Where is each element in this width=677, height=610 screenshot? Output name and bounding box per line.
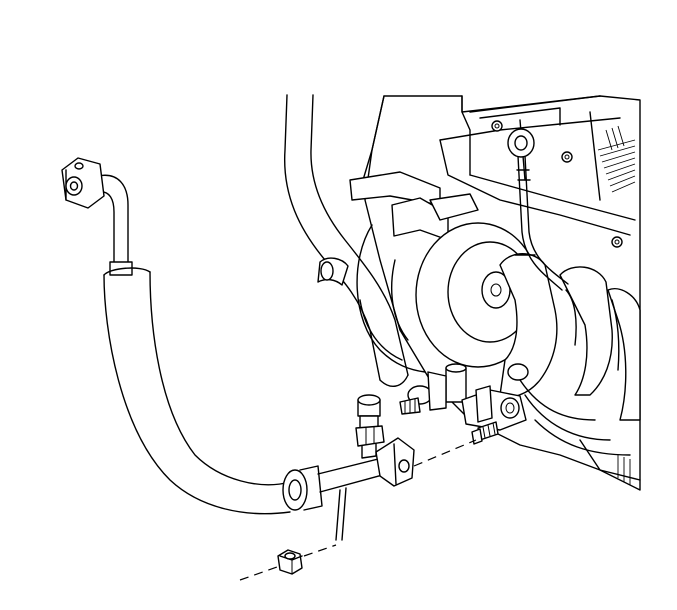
mounting-nut: [277, 549, 303, 575]
ac-hose-assembly: [61, 157, 415, 541]
upper-radiator-hose: [283, 94, 409, 387]
block-fitting: [61, 157, 105, 209]
hatched-surface: [597, 125, 636, 193]
hose-fitting-block: [375, 437, 415, 487]
ac-pressure-switch: [355, 394, 385, 459]
compressor-fittings: [399, 363, 527, 431]
ground-strap: [507, 128, 569, 291]
engine: [349, 95, 641, 491]
exhaust-manifold: [499, 253, 641, 481]
assembly-guide-lines: [239, 439, 477, 581]
